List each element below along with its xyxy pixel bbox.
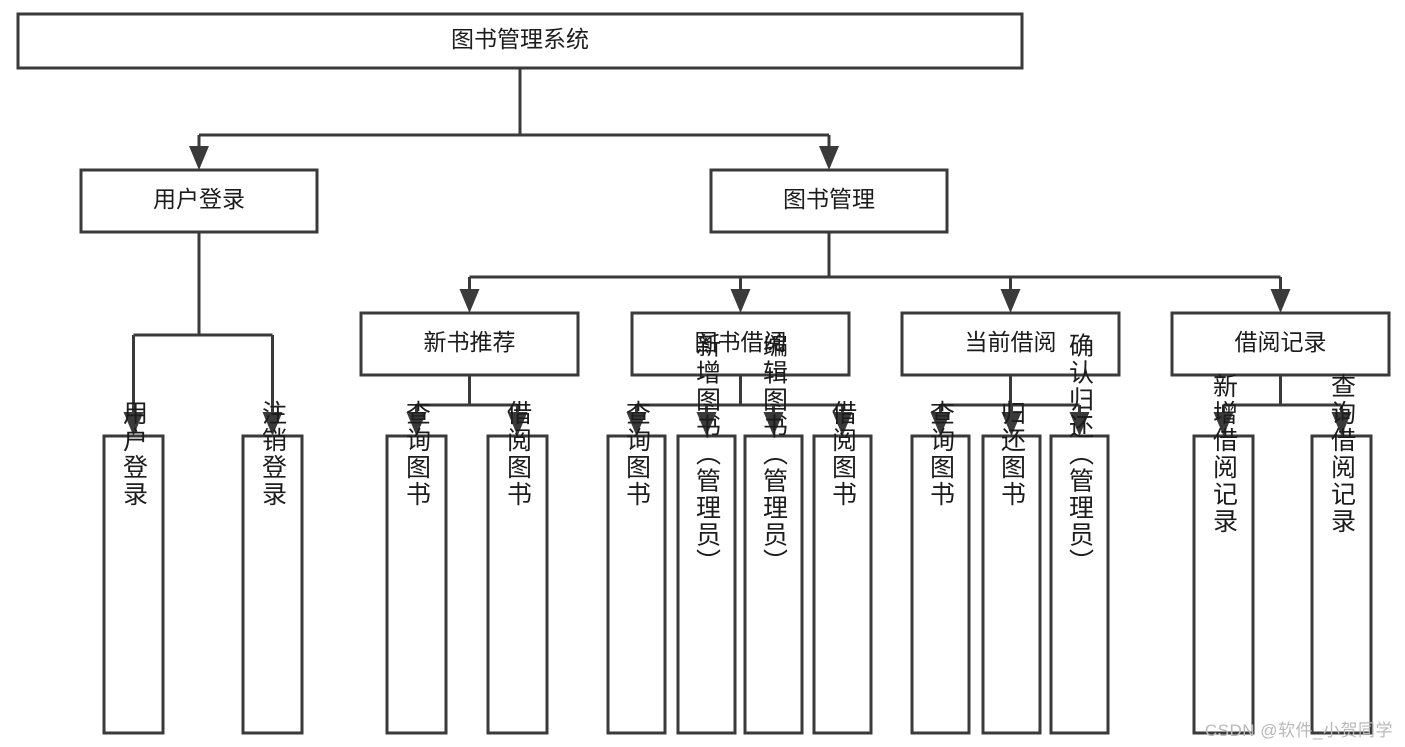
- watermark-text: CSDN @软件_小贺同学: [1204, 721, 1393, 740]
- node-box-new-book-recommend: [359, 311, 580, 377]
- arrow-head-icon: [1001, 412, 1022, 436]
- node-leaf-query-borrow-record[interactable]: 查询借阅记录: [1310, 373, 1373, 735]
- connector-layer: [123, 68, 1352, 436]
- node-box-leaf-logout-login: [241, 434, 304, 735]
- node-leaf-query-book-borrow[interactable]: 查询图书: [606, 400, 667, 735]
- node-box-leaf-confirm-return-admin: [1049, 434, 1110, 735]
- arrow-head-icon: [459, 289, 480, 313]
- node-label-leaf-borrow-book: 借阅图书: [829, 400, 858, 508]
- arrow-head-icon: [1331, 412, 1352, 436]
- node-box-leaf-query-book-borrow: [606, 434, 667, 735]
- arrow-head-icon: [1069, 412, 1090, 436]
- node-label-borrow-record: 借阅记录: [1235, 329, 1327, 355]
- node-new-book-recommend[interactable]: 新书推荐: [359, 311, 580, 377]
- node-leaf-return-book[interactable]: 归还图书: [981, 400, 1042, 735]
- arrow-head-icon: [730, 289, 751, 313]
- node-label-leaf-query-borrow-record: 查询借阅记录: [1328, 373, 1357, 535]
- node-box-leaf-edit-book-admin: [743, 434, 804, 735]
- node-box-current-borrow: [900, 311, 1121, 377]
- node-box-leaf-query-book-current: [910, 434, 971, 735]
- arrow-head-icon: [123, 412, 144, 436]
- node-label-leaf-user-login: 用户登录: [120, 400, 149, 508]
- node-box-leaf-add-book-admin: [676, 434, 737, 735]
- node-layer: 图书管理系统用户登录图书管理新书推荐图书借阅当前借阅借阅记录用户登录注销登录查询…: [16, 12, 1391, 735]
- node-box-leaf-return-book: [981, 434, 1042, 735]
- arrow-head-icon: [930, 412, 951, 436]
- node-box-leaf-borrow-book-recommend: [486, 434, 549, 735]
- arrow-head-icon: [189, 146, 209, 170]
- node-leaf-borrow-book-recommend[interactable]: 借阅图书: [486, 400, 549, 735]
- node-label-new-book-recommend: 新书推荐: [424, 329, 516, 355]
- node-leaf-borrow-book[interactable]: 借阅图书: [812, 400, 873, 735]
- node-box-leaf-add-borrow-record: [1192, 434, 1255, 735]
- arrow-head-icon: [1270, 289, 1291, 313]
- node-label-leaf-query-book-borrow: 查询图书: [623, 400, 652, 508]
- node-box-leaf-borrow-book: [812, 434, 873, 735]
- node-label-leaf-add-book-admin: 新增图书（管理员）: [693, 333, 722, 576]
- node-leaf-user-login[interactable]: 用户登录: [102, 400, 165, 735]
- node-leaf-add-book-admin[interactable]: 新增图书（管理员）: [676, 333, 737, 735]
- node-leaf-query-book-recommend[interactable]: 查询图书: [385, 400, 448, 735]
- arrow-head-icon: [763, 412, 784, 436]
- node-label-leaf-add-borrow-record: 新增借阅记录: [1210, 373, 1239, 535]
- arrow-head-icon: [507, 412, 528, 436]
- node-label-root: 图书管理系统: [451, 26, 589, 52]
- node-leaf-edit-book-admin[interactable]: 编辑图书（管理员）: [743, 333, 804, 735]
- arrow-head-icon: [819, 146, 839, 170]
- node-label-user-login: 用户登录: [153, 186, 245, 212]
- node-leaf-confirm-return-admin[interactable]: 确认归还（管理员）: [1049, 333, 1110, 735]
- node-leaf-add-borrow-record[interactable]: 新增借阅记录: [1192, 373, 1255, 735]
- node-box-book-borrow: [630, 311, 851, 377]
- node-leaf-query-book-current[interactable]: 查询图书: [910, 400, 971, 735]
- node-user-login[interactable]: 用户登录: [79, 168, 319, 234]
- node-label-leaf-query-book-recommend: 查询图书: [403, 400, 432, 508]
- node-box-leaf-query-book-recommend: [385, 434, 448, 735]
- node-book-management[interactable]: 图书管理: [709, 168, 949, 234]
- node-current-borrow[interactable]: 当前借阅: [900, 311, 1121, 377]
- node-root[interactable]: 图书管理系统: [16, 12, 1024, 70]
- node-leaf-logout-login[interactable]: 注销登录: [241, 400, 304, 735]
- node-box-user-login: [79, 168, 319, 234]
- node-book-borrow[interactable]: 图书借阅: [630, 311, 851, 377]
- node-box-leaf-query-borrow-record: [1310, 434, 1373, 735]
- arrow-head-icon: [626, 412, 647, 436]
- arrow-head-icon: [406, 412, 427, 436]
- node-label-book-borrow: 图书借阅: [695, 329, 787, 355]
- node-label-leaf-borrow-book-recommend: 借阅图书: [504, 400, 533, 508]
- node-label-leaf-return-book: 归还图书: [998, 400, 1027, 508]
- arrow-head-icon: [1213, 412, 1234, 436]
- node-box-book-management: [709, 168, 949, 234]
- node-label-leaf-confirm-return-admin: 确认归还（管理员）: [1066, 333, 1095, 576]
- node-label-leaf-edit-book-admin: 编辑图书（管理员）: [760, 333, 789, 576]
- node-box-root: [16, 12, 1024, 70]
- arrow-head-icon: [262, 412, 283, 436]
- node-label-current-borrow: 当前借阅: [965, 329, 1057, 355]
- node-label-leaf-query-book-current: 查询图书: [927, 400, 956, 508]
- node-box-leaf-user-login: [102, 434, 165, 735]
- node-borrow-record[interactable]: 借阅记录: [1170, 311, 1391, 377]
- node-box-borrow-record: [1170, 311, 1391, 377]
- node-label-leaf-logout-login: 注销登录: [259, 400, 288, 508]
- arrow-head-icon: [696, 412, 717, 436]
- node-label-book-management: 图书管理: [783, 186, 875, 212]
- arrow-head-icon: [1000, 289, 1021, 313]
- arrow-head-icon: [832, 412, 853, 436]
